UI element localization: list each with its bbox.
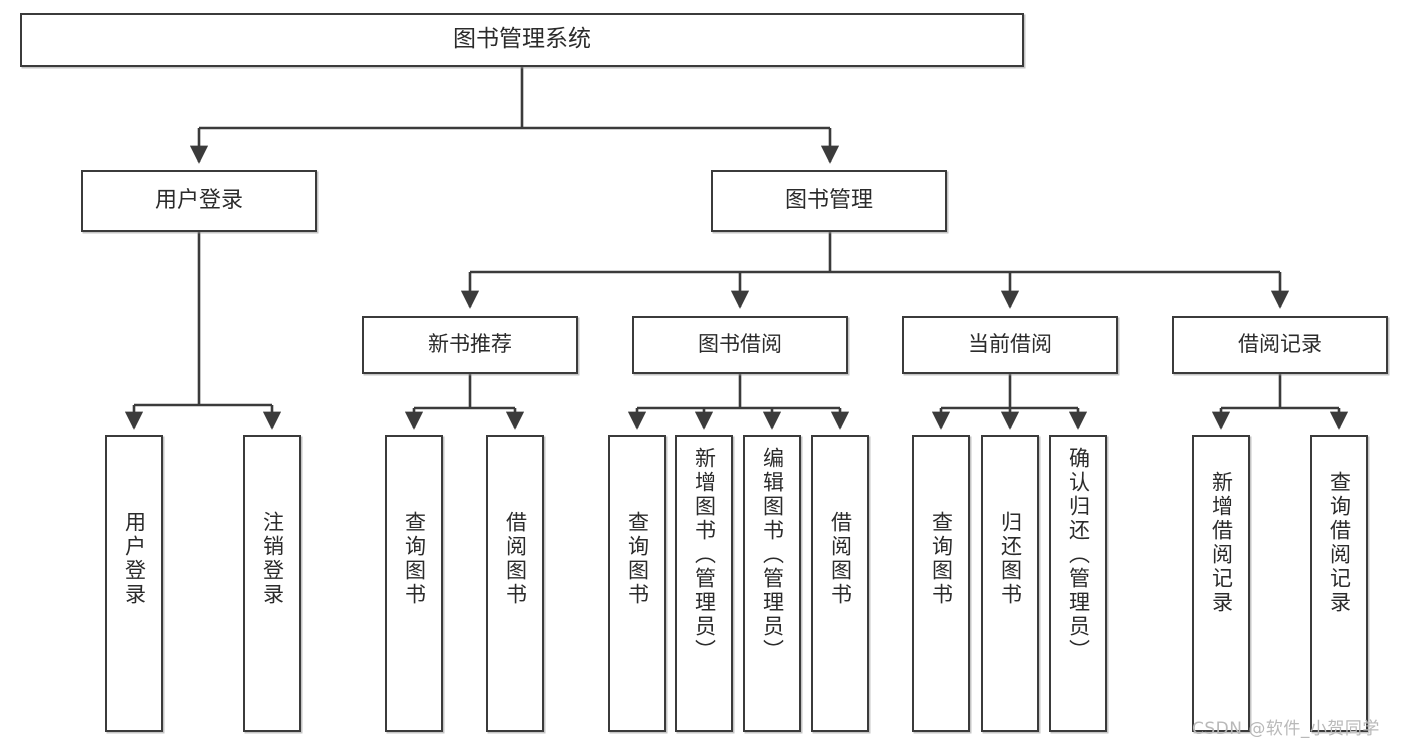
node-user-login[interactable]: 用户登录	[81, 170, 317, 232]
node-current-borrow-label: 当前借阅	[968, 332, 1052, 357]
node-leaf-rec-query[interactable]: 查询图书	[385, 435, 443, 732]
node-book-borrow[interactable]: 图书借阅	[632, 316, 848, 374]
node-current-borrow[interactable]: 当前借阅	[902, 316, 1118, 374]
node-leaf-br-query[interactable]: 查询借阅记录	[1310, 435, 1368, 732]
csdn-watermark: CSDN @软件_小贺同学	[1192, 719, 1380, 739]
node-book-admin[interactable]: 图书管理	[711, 170, 947, 232]
node-root[interactable]: 图书管理系统	[20, 13, 1024, 67]
node-leaf-br-query-label: 查询借阅记录	[1327, 471, 1352, 615]
edge-newbookrec-to-leaves	[404, 374, 525, 430]
node-leaf-bb-edit[interactable]: 编辑图书（管理员）	[743, 435, 801, 732]
edge-userlogin-to-leaves	[124, 232, 282, 430]
node-leaf-br-add-label: 新增借阅记录	[1209, 471, 1234, 615]
node-leaf-rec-borrow[interactable]: 借阅图书	[486, 435, 544, 732]
edge-currentborrow-to-leaves	[931, 374, 1088, 430]
node-leaf-rec-borrow-label: 借阅图书	[503, 511, 528, 607]
node-leaf-bb-add[interactable]: 新增图书（管理员）	[675, 435, 733, 732]
node-root-label: 图书管理系统	[453, 26, 591, 53]
node-leaf-cb-confirm-label: 确认归还（管理员）	[1066, 447, 1091, 663]
edge-root-to-level2	[189, 67, 840, 164]
node-new-book-rec[interactable]: 新书推荐	[362, 316, 578, 374]
node-leaf-bb-borrow-label: 借阅图书	[828, 511, 853, 607]
node-leaf-cb-confirm[interactable]: 确认归还（管理员）	[1049, 435, 1107, 732]
node-leaf-br-add[interactable]: 新增借阅记录	[1192, 435, 1250, 732]
node-book-admin-label: 图书管理	[784, 187, 873, 213]
node-leaf-user-logout-label: 注销登录	[260, 511, 285, 607]
node-leaf-cb-query-label: 查询图书	[929, 511, 954, 607]
node-leaf-rec-query-label: 查询图书	[402, 511, 427, 607]
node-leaf-cb-query[interactable]: 查询图书	[912, 435, 970, 732]
node-new-book-rec-label: 新书推荐	[428, 332, 512, 357]
node-leaf-cb-return[interactable]: 归还图书	[981, 435, 1039, 732]
edge-bookadmin-to-level3	[460, 232, 1290, 309]
node-book-borrow-label: 图书借阅	[698, 332, 782, 357]
node-user-login-label: 用户登录	[154, 187, 243, 213]
node-leaf-bb-query-label: 查询图书	[625, 511, 650, 607]
node-leaf-user-logout[interactable]: 注销登录	[243, 435, 301, 732]
node-borrow-record-label: 借阅记录	[1238, 332, 1322, 357]
node-leaf-user-login[interactable]: 用户登录	[105, 435, 163, 732]
node-leaf-bb-query[interactable]: 查询图书	[608, 435, 666, 732]
edge-borrowrecord-to-leaves	[1211, 374, 1349, 430]
node-leaf-bb-edit-label: 编辑图书（管理员）	[760, 447, 785, 663]
node-borrow-record[interactable]: 借阅记录	[1172, 316, 1388, 374]
edge-bookborrow-to-leaves	[627, 374, 850, 430]
node-leaf-bb-borrow[interactable]: 借阅图书	[811, 435, 869, 732]
node-leaf-cb-return-label: 归还图书	[998, 511, 1023, 607]
node-leaf-user-login-label: 用户登录	[122, 511, 147, 607]
node-leaf-bb-add-label: 新增图书（管理员）	[692, 447, 717, 663]
